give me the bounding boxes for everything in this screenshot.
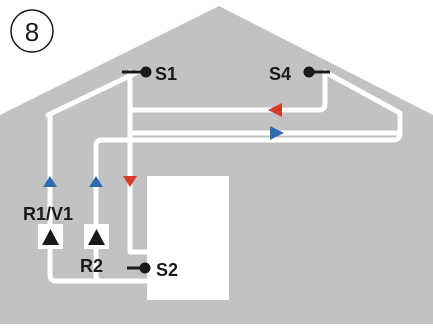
pump-label-r1v1: R1/V1 <box>23 204 73 224</box>
diagram-number: 8 <box>25 17 39 47</box>
pipe-blue-line <box>93 130 403 284</box>
sensor-s2: S2 <box>127 260 178 280</box>
pipe-red-line <box>127 69 328 113</box>
pump-r2 <box>84 224 109 249</box>
flow-arrow-icon <box>89 176 103 187</box>
pump-r1v1 <box>38 224 63 249</box>
pump-label-r2: R2 <box>80 256 103 276</box>
sensor-label-s4: S4 <box>269 64 291 84</box>
sensor-label-s1: S1 <box>155 64 177 84</box>
flow-arrow-icon <box>123 176 137 187</box>
pipe-network <box>45 69 403 284</box>
sensor-label-s2: S2 <box>156 260 178 280</box>
flow-arrow-icon <box>270 126 284 140</box>
sensor-s1: S1 <box>122 64 177 84</box>
flow-arrow-icon <box>43 176 57 187</box>
collector-right <box>322 69 403 116</box>
sensor-icon <box>303 66 315 78</box>
number-badge-icon <box>10 9 54 53</box>
collector-left <box>45 69 141 118</box>
sensor-s4: S4 <box>269 64 330 84</box>
pipe-main-circuit <box>47 69 213 284</box>
flow-arrow-icon <box>268 103 282 117</box>
